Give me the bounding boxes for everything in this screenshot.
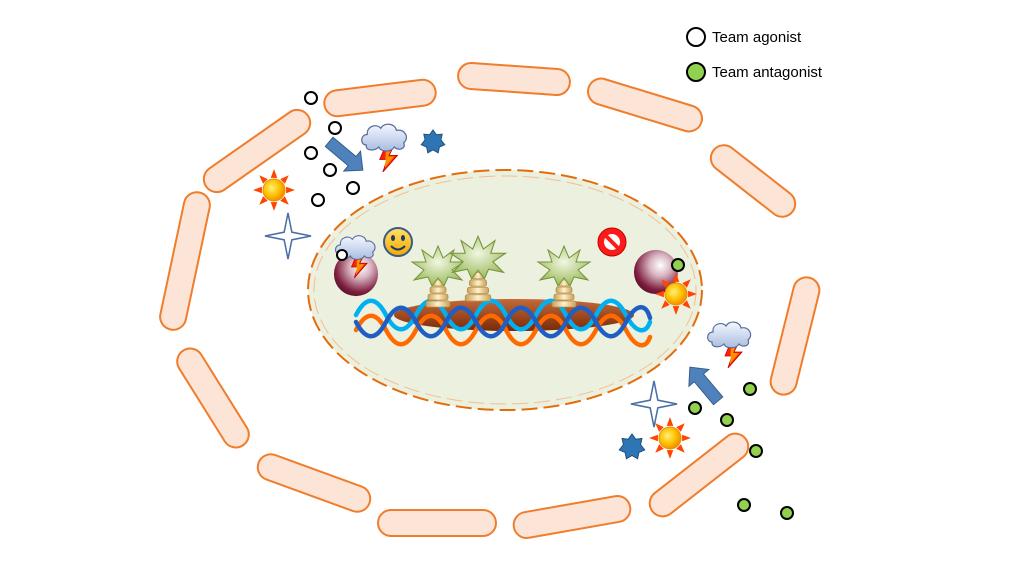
legend-label: Team agonist — [712, 28, 802, 46]
antagonist-ligand — [749, 444, 763, 458]
antagonist-ligand — [743, 382, 757, 396]
four-point-star-icon — [264, 212, 312, 260]
block-arrow-icon — [688, 366, 724, 406]
agonist-ligand — [311, 193, 325, 207]
block-arrow-icon — [324, 136, 364, 172]
antagonist-legend-marker — [686, 62, 706, 82]
membrane-segment — [709, 144, 797, 218]
seven-point-star-icon — [420, 129, 446, 154]
antagonist-ligand — [688, 401, 702, 415]
membrane-segment — [159, 191, 211, 331]
agonist-ligand — [336, 249, 348, 261]
legend: Team agonist Team antagonist — [686, 22, 822, 92]
membrane-segment — [769, 276, 821, 396]
no-symbol-icon — [597, 227, 627, 257]
legend-item-antagonist: Team antagonist — [686, 57, 822, 87]
seven-point-star-icon — [618, 433, 646, 460]
membrane-segment — [457, 62, 571, 96]
antagonist-ligand — [720, 413, 734, 427]
antagonist-ligand — [671, 258, 685, 272]
dna-helix-icon — [353, 298, 653, 348]
cloud-lightning-icon — [707, 321, 752, 368]
membrane-segment — [377, 509, 497, 537]
membrane-segment — [323, 78, 437, 118]
cell-membrane — [159, 62, 821, 539]
membrane-segment — [587, 77, 703, 133]
agonist-ligands — [304, 91, 360, 261]
agonist-ligand — [304, 146, 318, 160]
sun-icon — [252, 168, 296, 212]
antagonist-ligands — [671, 258, 794, 520]
agonist-ligand — [323, 163, 337, 177]
membrane-segment — [202, 108, 312, 194]
agonist-ligand — [304, 91, 318, 105]
membrane-segment — [256, 453, 372, 513]
sun-icon — [654, 272, 698, 316]
smiley-icon — [383, 227, 413, 257]
legend-label: Team antagonist — [712, 63, 823, 81]
membrane-segment — [512, 495, 632, 539]
agonist-legend-marker — [686, 27, 706, 47]
legend-item-agonist: Team agonist — [686, 22, 822, 52]
membrane-segment — [648, 432, 750, 518]
agonist-ligand — [328, 121, 342, 135]
cloud-lightning-icon — [361, 123, 408, 172]
agonist-ligand — [346, 181, 360, 195]
membrane-segment — [176, 347, 250, 449]
antagonist-ligand — [737, 498, 751, 512]
antagonist-ligand — [780, 506, 794, 520]
